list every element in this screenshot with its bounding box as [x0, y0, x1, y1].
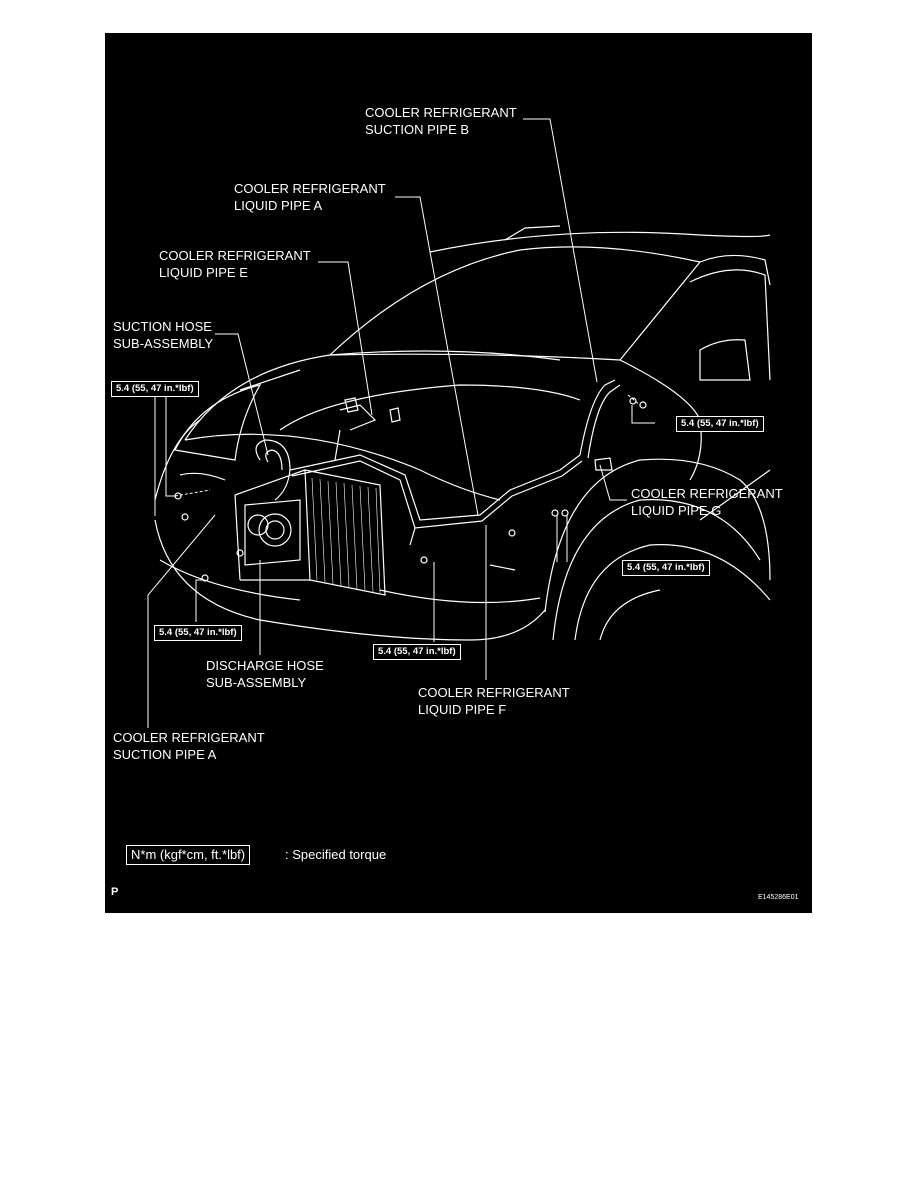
torque-box: 5.4 (55, 47 in.*lbf)	[373, 644, 461, 660]
torque-box: 5.4 (55, 47 in.*lbf)	[622, 560, 710, 576]
legend-description: : Specified torque	[285, 847, 387, 862]
corner-mark: P	[111, 886, 119, 898]
torque-box: 5.4 (55, 47 in.*lbf)	[111, 381, 199, 397]
figure-id: E145286E01	[758, 894, 799, 901]
torque-box: 5.4 (55, 47 in.*lbf)	[154, 625, 242, 641]
legend-unit-box: N*m (kgf*cm, ft.*lbf)	[126, 845, 251, 865]
torque-box: 5.4 (55, 47 in.*lbf)	[676, 416, 764, 432]
